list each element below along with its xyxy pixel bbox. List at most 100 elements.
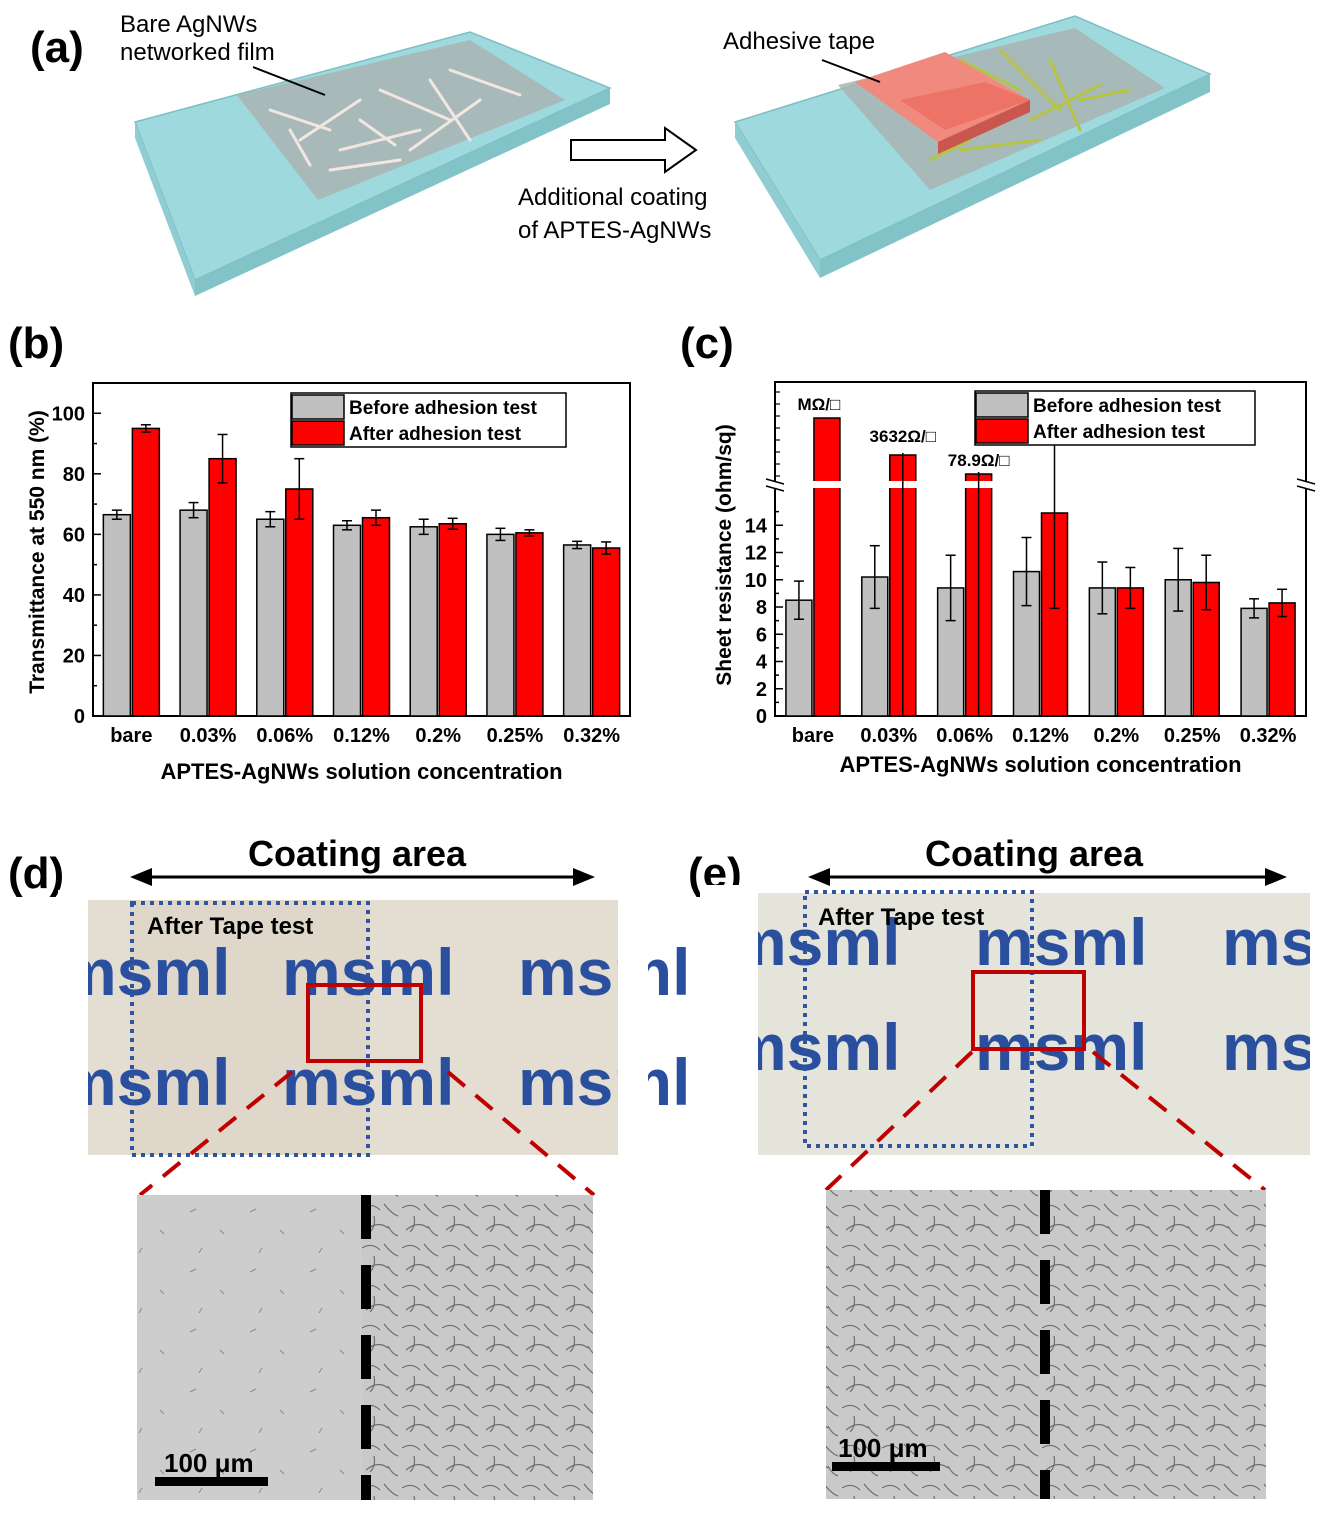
coated-nanowires (928, 48, 1132, 162)
y-tick-label: 14 (745, 515, 768, 537)
arrow-icon (570, 126, 698, 174)
mask (1310, 885, 1330, 1165)
panel-letter-a: (a) (30, 23, 84, 72)
glass-substrate-side (735, 122, 820, 278)
remaining-nanowire-region (362, 1195, 593, 1500)
process-arrow: Additional coating of APTES-AgNWs (518, 126, 711, 244)
axis-break-mark (1296, 478, 1316, 485)
x-tick-label: 0.03% (860, 725, 917, 747)
taped-region (130, 900, 370, 1155)
bar-after (438, 523, 467, 717)
panel-d: (d) Coating area msml msml msml msml msm… (8, 833, 690, 1500)
x-tick-label: bare (110, 725, 152, 747)
micrograph-e: 100 μm (826, 1190, 1266, 1499)
axis-break-mark (765, 478, 785, 485)
chart-sheet-resistance: 02468101214MΩ/□bare3632Ω/□0.03%78.9Ω/□0.… (713, 381, 1316, 777)
arrowhead-right-icon (573, 868, 595, 886)
photo-sample-d: msml msml msml msml msml msml After Tape… (58, 890, 690, 1165)
x-axis-label: APTES-AgNWs solution concentration (839, 752, 1241, 777)
bar-before (179, 509, 208, 717)
micrograph-d: 100 μm (137, 1195, 593, 1500)
label-bare-line1: Bare AgNWs (120, 11, 257, 38)
coating-area-arrow (130, 868, 595, 886)
bar-break-gap (811, 481, 842, 488)
panel-letter-d: (d) (8, 849, 64, 898)
bar-before (256, 518, 285, 717)
bar-before (332, 524, 362, 717)
legend-swatch-before (975, 392, 1029, 418)
nanowires (268, 68, 522, 172)
bar-after (813, 417, 841, 717)
glass-substrate-edge (195, 88, 610, 296)
x-axis-label: APTES-AgNWs solution concentration (160, 759, 562, 784)
tape-region-dotted-box (803, 890, 1034, 1148)
label-tape: Adhesive tape (723, 28, 875, 55)
mask (58, 890, 88, 1165)
bar-after (131, 427, 161, 717)
bar-after (208, 457, 237, 717)
zoom-highlight-box (306, 983, 423, 1063)
coating-area-label: Coating area (248, 833, 467, 874)
plot-frame (774, 381, 1307, 717)
after-tape-label: After Tape test (147, 913, 313, 940)
panel-e: (e) Coating area msml msml msml msml msm… (688, 833, 1330, 1499)
logo-text: msml (518, 935, 690, 1009)
broken-bar-label: 3632Ω/□ (870, 427, 936, 446)
stripped-region (137, 1195, 362, 1500)
tape-region-dotted-box (130, 901, 370, 1157)
legend-label-after: After adhesion test (1033, 422, 1206, 443)
legend-swatch-before (291, 394, 345, 420)
legend-label-before: Before adhesion test (349, 398, 538, 419)
y-tick-label: 100 (52, 403, 85, 425)
glass-substrate-side (135, 122, 195, 296)
arrowhead-right-icon (1265, 868, 1287, 886)
y-tick-label: 8 (756, 597, 767, 619)
legend-swatch-after (291, 420, 345, 446)
bar-before (409, 526, 438, 717)
x-tick-label: 0.25% (1164, 725, 1221, 747)
y-tick-label: 0 (756, 706, 767, 728)
logo-text: msml (975, 905, 1147, 979)
substrate-after: Adhesive tape (723, 15, 1212, 278)
pointer-line (821, 59, 881, 83)
pointer-line (252, 66, 326, 96)
panel-a: (a) Bare AgNWs networked film (30, 11, 1212, 296)
legend-label-after: After adhesion test (349, 424, 522, 445)
bar-before (486, 533, 515, 717)
bar-after (515, 532, 544, 717)
axis-break-mark (765, 485, 785, 492)
axis-break-mark (1296, 485, 1316, 492)
mask (618, 890, 648, 1165)
x-tick-label: 0.12% (1012, 725, 1069, 747)
y-axis-label: Sheet resistance (ohm/sq) (713, 424, 736, 685)
broken-bar-label: 78.9Ω/□ (948, 451, 1010, 470)
y-tick-label: 12 (745, 543, 767, 565)
bar-after (361, 516, 391, 717)
panel-letter-b: (b) (8, 319, 64, 368)
tape-fold (900, 82, 1030, 130)
x-tick-label: 0.12% (333, 725, 390, 747)
y-tick-label: 20 (63, 645, 85, 667)
bar-after (285, 488, 314, 717)
logo-text: msml (518, 1045, 690, 1119)
zoom-lines-d (138, 1070, 596, 1197)
bar-before (102, 513, 132, 717)
scale-bar (155, 1477, 268, 1486)
y-tick-label: 40 (63, 585, 85, 607)
arrow-label-line2: of APTES-AgNWs (518, 217, 711, 244)
x-tick-label: bare (792, 725, 834, 747)
arrowhead-left-icon (130, 868, 152, 886)
after-tape-label: After Tape test (818, 904, 984, 931)
tape-edge (938, 100, 1030, 154)
x-tick-label: 0.32% (563, 725, 620, 747)
label-bare-line2: networked film (120, 39, 275, 66)
broken-bar-label: MΩ/□ (798, 395, 841, 414)
panel-letter-c: (c) (680, 319, 734, 368)
y-tick-label: 80 (63, 464, 85, 486)
zoom-lines-e (824, 1050, 1267, 1192)
y-tick-label: 0 (74, 706, 85, 728)
substrate-before: Bare AgNWs networked film (120, 11, 612, 296)
x-tick-label: 0.06% (256, 725, 313, 747)
